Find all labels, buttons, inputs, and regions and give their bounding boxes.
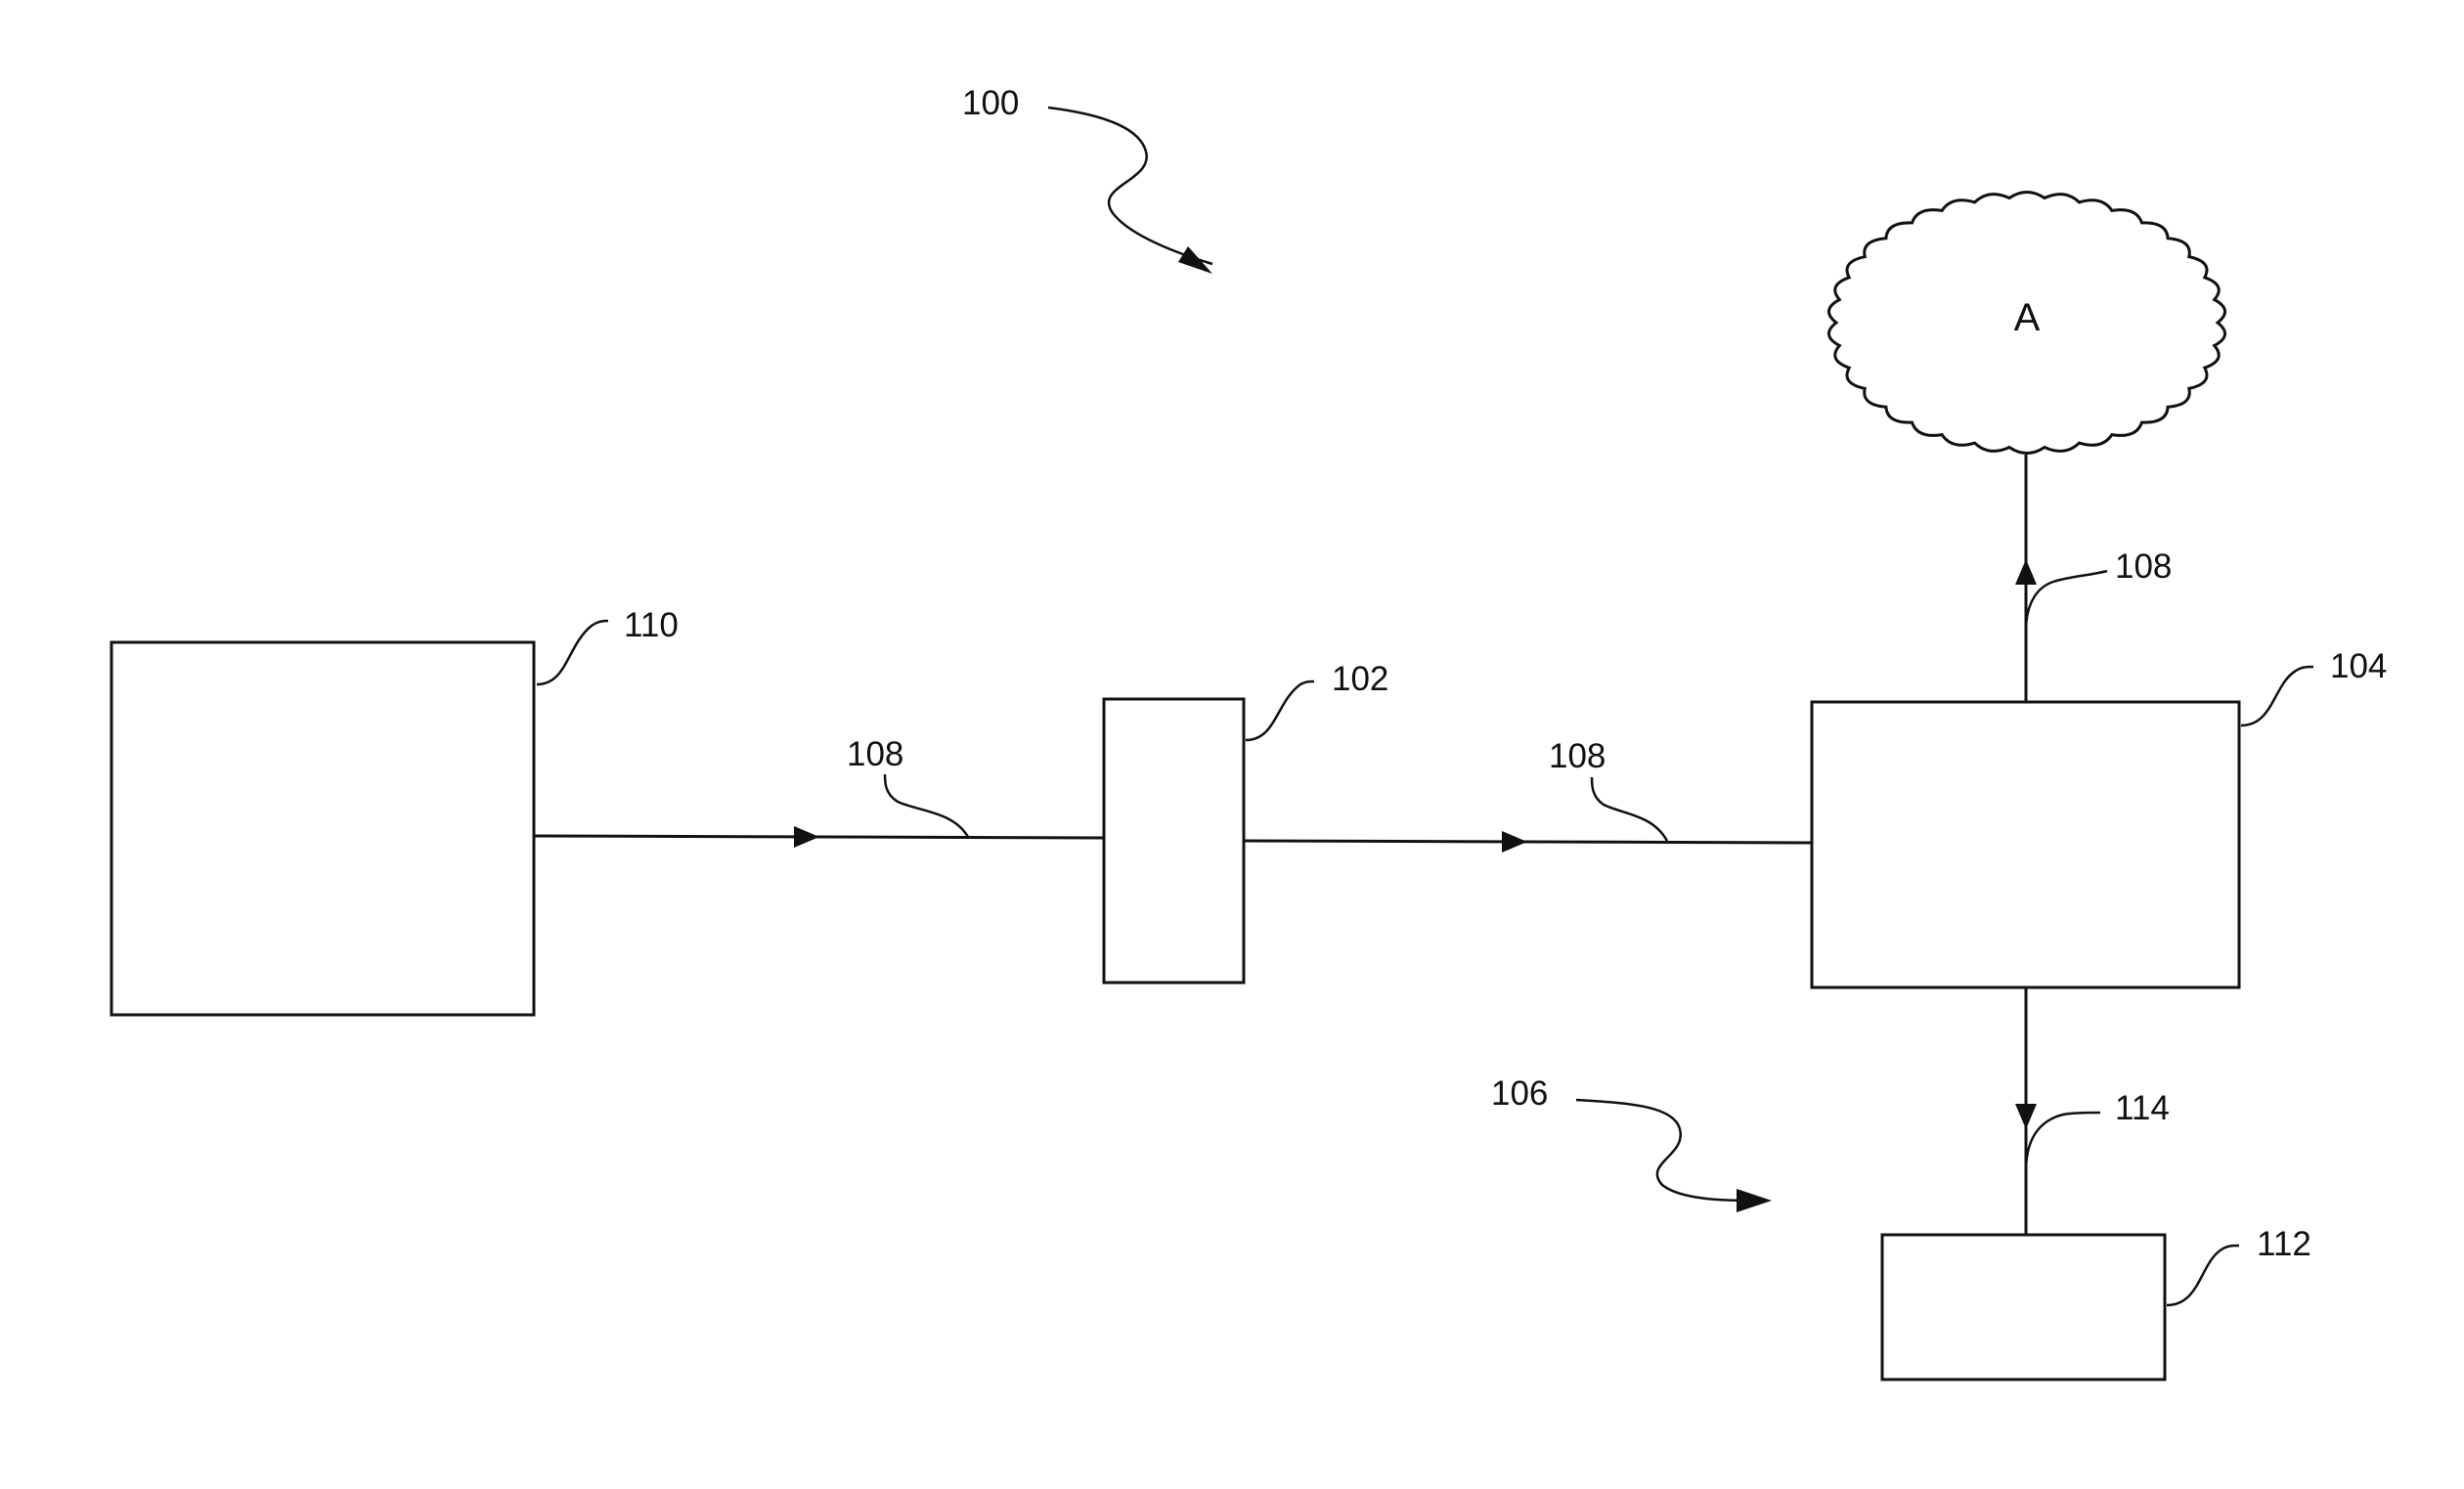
- link-114-leader: [2026, 1113, 2100, 1171]
- system-leader-arrow: [1178, 246, 1212, 274]
- link-104-to-cloud: 108: [2015, 455, 2172, 702]
- system-leader-line: [1048, 108, 1212, 264]
- block-112-rect: [1882, 1235, 2165, 1380]
- block-102-leader: [1246, 681, 1314, 740]
- link-c-label: 108: [2115, 547, 2172, 586]
- group-106-label: 106: [1491, 1074, 1548, 1113]
- link-a-arrow: [794, 826, 819, 848]
- cloud-label: A: [2014, 296, 2041, 339]
- link-110-to-102: 108: [534, 735, 1104, 848]
- link-104-to-112: 114: [2015, 987, 2170, 1235]
- link-a-leader: [885, 774, 968, 837]
- block-110: 110: [111, 606, 679, 1015]
- block-104: 104: [1812, 647, 2387, 987]
- block-102-rect: [1104, 699, 1244, 983]
- link-114-arrow: [2015, 1104, 2037, 1129]
- system-reference-100: 100: [962, 84, 1212, 274]
- block-104-label: 104: [2330, 647, 2387, 685]
- block-110-leader: [537, 621, 608, 684]
- link-c-leader: [2026, 571, 2107, 631]
- link-102-to-104: 108: [1244, 737, 1812, 853]
- block-112: 112: [1882, 1225, 2311, 1380]
- block-104-rect: [1812, 702, 2239, 987]
- block-102-label: 102: [1332, 660, 1388, 698]
- block-110-rect: [111, 642, 534, 1015]
- group-106-leader-arrow: [1737, 1189, 1772, 1212]
- link-114-label: 114: [2115, 1089, 2170, 1127]
- group-106-leader-line: [1576, 1100, 1750, 1201]
- link-a-label: 108: [847, 735, 903, 773]
- block-102: 102: [1104, 660, 1388, 983]
- group-reference-106: 106: [1491, 1074, 1772, 1212]
- block-110-label: 110: [624, 606, 679, 644]
- link-b-arrow: [1502, 831, 1527, 853]
- system-label: 100: [962, 84, 1019, 122]
- link-b-label: 108: [1549, 737, 1606, 775]
- cloud-a: A: [1828, 193, 2224, 454]
- link-b-line: [1244, 841, 1812, 843]
- block-112-label: 112: [2257, 1225, 2311, 1263]
- link-b-leader: [1592, 777, 1667, 841]
- block-112-leader: [2167, 1246, 2239, 1305]
- link-c-arrow: [2015, 559, 2037, 585]
- block-104-leader: [2241, 667, 2313, 725]
